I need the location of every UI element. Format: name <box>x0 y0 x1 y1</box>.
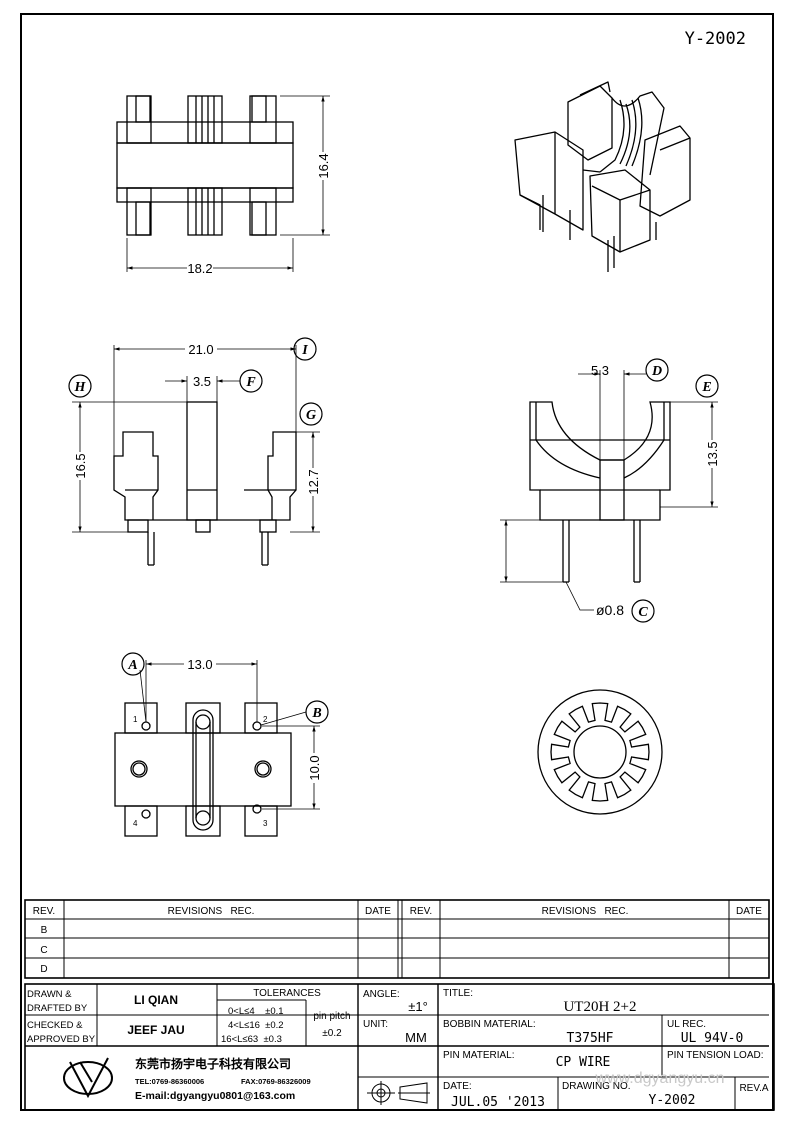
callout-E: E <box>695 374 719 398</box>
dim-front-width: 21.0 <box>188 342 213 357</box>
pin-pitch-label: pin pitch <box>313 1011 350 1022</box>
ul-label: UL REC. <box>667 1019 706 1030</box>
dim-bottom-width: 13.0 <box>187 657 212 672</box>
callout-D: D <box>645 358 669 382</box>
dim-side-width: 5.3 <box>591 363 609 378</box>
drawing-no-value: Y-2002 <box>649 1093 696 1108</box>
dim-bottom-height: 10.0 <box>307 755 322 780</box>
rev-row-b: B <box>41 925 48 936</box>
rev-label: REV.A <box>739 1083 768 1094</box>
svg-text:B: B <box>311 706 321 721</box>
checked-by: JEEF JAU <box>127 1023 184 1037</box>
date-label: DATE: <box>443 1081 472 1092</box>
pin-number-1: 1 <box>133 715 138 724</box>
tolerances-label: TOLERANCES <box>253 988 321 999</box>
isometric-view <box>514 81 691 272</box>
dim-top-height: 16.4 <box>316 153 331 178</box>
checked-label-1: CHECKED & <box>27 1020 83 1031</box>
side-view <box>529 401 671 583</box>
company-logo <box>63 1057 113 1099</box>
tolerance-2: 4<L≤16 ±0.2 <box>228 1020 284 1031</box>
callout-A: A <box>121 652 145 676</box>
date-header-right: DATE <box>736 906 762 917</box>
tolerance-1: 0<L≤4 ±0.1 <box>228 1006 284 1017</box>
company-email: E-mail:dgyangyu0801@163.com <box>135 1090 295 1102</box>
top-view <box>116 95 294 236</box>
bobbin-label: BOBBIN MATERIAL: <box>443 1019 536 1030</box>
callout-H: H <box>68 374 92 398</box>
company-tel: TEL:0769-86360006 <box>135 1077 204 1086</box>
drawing-code: Y-2002 <box>685 29 746 49</box>
unit-label: UNIT: <box>363 1019 388 1030</box>
dim-front-inner: 3.5 <box>193 374 211 389</box>
callout-I: I <box>293 337 317 361</box>
svg-text:I: I <box>301 343 308 358</box>
pin-material-value: CP WIRE <box>556 1055 611 1070</box>
dim-front-body-height: 12.7 <box>306 469 321 494</box>
sheet-border <box>20 13 774 1111</box>
company-fax: FAX:0769-86326009 <box>241 1077 311 1086</box>
callout-B: B <box>305 700 329 724</box>
checked-label-2: APPROVED BY <box>27 1034 96 1045</box>
company-name: 东莞市扬宇电子科技有限公司 <box>135 1056 291 1071</box>
rev-row-c: C <box>40 945 47 956</box>
revisions-header-right: REVISIONS REC. <box>542 906 629 917</box>
pin-tension-label: PIN TENSION LOAD: <box>667 1050 764 1061</box>
pin-number-3: 3 <box>263 819 268 828</box>
angle-value: ±1° <box>408 999 428 1014</box>
bottom-view-dims <box>139 660 320 810</box>
drawn-label-1: DRAWN & <box>27 989 72 1000</box>
dim-pin-diameter: ø0.8 <box>596 602 624 618</box>
drawn-label-2: DRAFTED BY <box>27 1003 88 1014</box>
front-view <box>113 401 297 566</box>
rev-header-left: REV. <box>33 906 55 917</box>
revisions-header-left: REVISIONS REC. <box>168 906 255 917</box>
callout-G: G <box>299 402 323 426</box>
pin-number-4: 4 <box>133 819 138 828</box>
svg-text:H: H <box>74 380 87 395</box>
date-value: JUL.05 '2013 <box>451 1095 545 1110</box>
title-value: UT20H 2+2 <box>563 999 636 1015</box>
date-header-left: DATE <box>365 906 391 917</box>
pin-material-label: PIN MATERIAL: <box>443 1050 515 1061</box>
angle-label: ANGLE: <box>363 989 400 1000</box>
svg-text:F: F <box>245 375 256 390</box>
ul-value: UL 94V-0 <box>681 1031 744 1046</box>
watermark: www.dgyangyu.cn <box>595 1070 725 1087</box>
tolerance-3: 16<L≤63 ±0.3 <box>221 1034 282 1045</box>
title-block <box>24 983 775 1111</box>
dim-top-width: 18.2 <box>187 261 212 276</box>
svg-text:G: G <box>306 408 316 423</box>
svg-text:C: C <box>638 605 648 620</box>
rev-row-d: D <box>40 964 47 975</box>
unit-value: MM <box>405 1030 427 1045</box>
bottom-view <box>114 702 292 837</box>
gear-view <box>537 689 663 815</box>
drawing-no-label: DRAWING NO. <box>562 1081 631 1092</box>
pin-pitch-value: ±0.2 <box>322 1028 342 1039</box>
callout-F: F <box>239 369 263 393</box>
drawn-by: LI QIAN <box>134 993 178 1007</box>
svg-text:D: D <box>651 364 662 379</box>
pin-number-2: 2 <box>263 715 268 724</box>
projection-symbol-icon <box>367 1081 430 1105</box>
dim-side-height: 13.5 <box>705 441 720 466</box>
title-label: TITLE: <box>443 988 473 999</box>
svg-text:E: E <box>701 380 711 395</box>
svg-text:A: A <box>127 658 137 673</box>
callout-C: C <box>631 599 655 623</box>
dim-front-height: 16.5 <box>73 453 88 478</box>
revision-table <box>24 899 770 979</box>
rev-header-right: REV. <box>410 906 432 917</box>
bobbin-value: T375HF <box>567 1031 614 1046</box>
